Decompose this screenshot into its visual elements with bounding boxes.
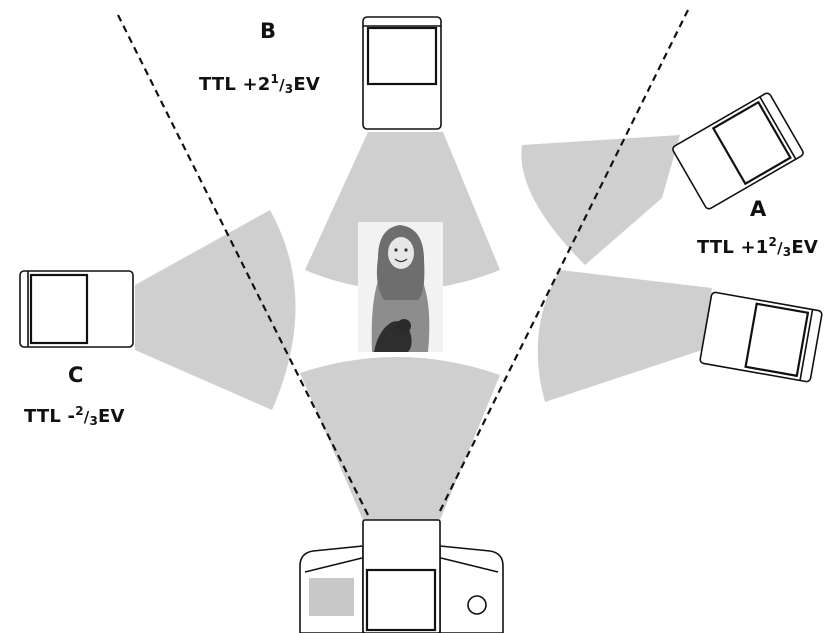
flash-c-setting-suffix: EV bbox=[98, 406, 125, 427]
angle-line-left bbox=[117, 14, 369, 516]
flash-b-setting-numerator: 1 bbox=[270, 72, 280, 86]
fraction-slash: / bbox=[279, 76, 285, 94]
flash-a-letter: A bbox=[750, 197, 767, 221]
flash-unit-a-upper-icon bbox=[672, 92, 804, 210]
flash-unit-c-icon bbox=[19, 270, 134, 348]
angle-line-right bbox=[437, 9, 689, 516]
flash-c-setting-prefix: TTL - bbox=[24, 406, 76, 427]
subject-photo bbox=[358, 222, 443, 352]
beam-flash-c bbox=[135, 210, 296, 410]
flash-b-letter: B bbox=[260, 19, 277, 43]
fraction-slash: / bbox=[777, 239, 783, 257]
flash-c-setting: TTL -2/3EV bbox=[24, 404, 125, 428]
flash-b-setting-suffix: EV bbox=[293, 74, 320, 95]
flash-unit-b-icon bbox=[362, 16, 442, 130]
flash-c-setting-denominator: 3 bbox=[89, 414, 98, 428]
flash-c-setting-numerator: 2 bbox=[75, 404, 84, 418]
flash-unit-a-lower-icon bbox=[699, 291, 823, 383]
flash-b-setting-denominator: 3 bbox=[284, 82, 294, 96]
flash-b-setting-prefix: TTL +2 bbox=[199, 74, 271, 95]
flash-a-setting-denominator: 3 bbox=[782, 245, 792, 259]
flash-a-setting-prefix: TTL +1 bbox=[697, 237, 769, 258]
flash-a-setting: TTL +12/3EV bbox=[697, 235, 818, 259]
flash-a-setting-numerator: 2 bbox=[768, 235, 778, 249]
beam-flash-b bbox=[305, 132, 500, 290]
beam-flash-a-lower bbox=[537, 270, 712, 402]
flash-a-setting-suffix: EV bbox=[791, 237, 818, 258]
flash-b-setting: TTL +21/3EV bbox=[199, 72, 320, 96]
beam-flash-a-upper bbox=[521, 135, 680, 265]
fraction-slash: / bbox=[83, 408, 90, 426]
camera-icon bbox=[299, 519, 504, 633]
flash-c-letter: C bbox=[68, 363, 84, 387]
